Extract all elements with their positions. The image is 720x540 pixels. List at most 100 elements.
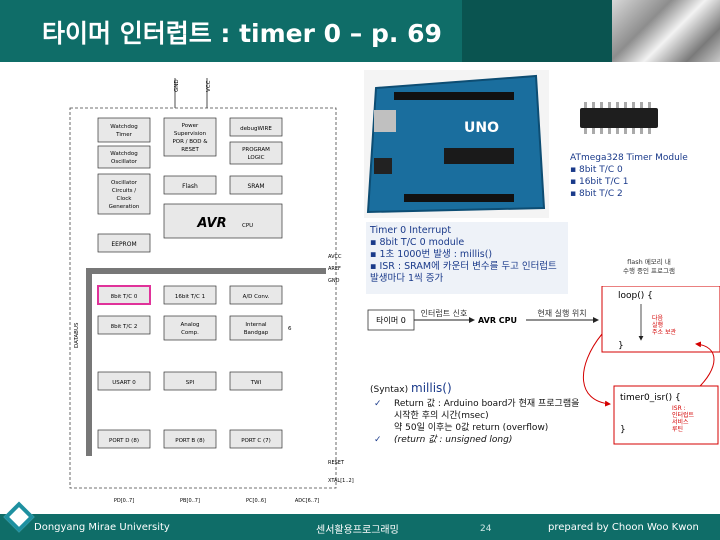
board-logo: UNO [464,120,499,136]
syntax-item: ✓(return 값 : unsigned long) [374,435,513,445]
syntax-item: ✓Return 값 : Arduino board가 현재 프로그램을 시작한 … [374,399,580,421]
module-item: 16bit T/C 1 [570,176,688,188]
databus-label: DATABUS [74,322,80,348]
block-oscillator-circuits: Oscillator Circuits / Clock Generation [97,173,151,215]
block-sram: SRAM [229,175,283,195]
svg-text:Timer: Timer [115,132,132,138]
svg-text:8bit T/C 0: 8bit T/C 0 [111,294,138,300]
svg-text:Circuits /: Circuits / [112,188,136,194]
block-twi: TWI [229,371,283,391]
module-title: ATmega328 Timer Module [570,153,688,163]
pin-vcc: VCC [206,80,212,92]
svg-text:SPI: SPI [186,380,195,386]
title-photo [612,0,720,62]
svg-text:Supervision: Supervision [174,131,207,137]
svg-text:Watchdog: Watchdog [110,151,137,157]
block-port-b: PORT B (8) [163,429,217,449]
port-label-adc: ADC[6..7] [295,498,319,504]
svg-text:8bit T/C 2: 8bit T/C 2 [111,324,138,330]
flow-run-note: 다음 실행 주소 보관 [652,314,676,336]
footer-line [0,514,720,516]
footer-author: prepared by Choon Woo Kwon [548,522,699,533]
block-watchdog-timer: Watchdog Timer [97,117,151,143]
block-usart0: USART 0 [97,371,151,391]
svg-text:Watchdog: Watchdog [110,124,137,130]
svg-text:Flash: Flash [182,183,198,190]
svg-text:TWI: TWI [250,380,262,386]
timer0-interrupt-box: Timer 0 Interrupt 8bit T/C 0 module 1초 1… [366,222,568,294]
pin-gnd: GND [174,79,180,92]
check-icon: ✓ [374,399,382,409]
millis-syntax: (Syntax) millis() ✓Return 값 : Arduino bo… [370,382,590,446]
svg-text:Internal: Internal [245,322,267,328]
block-watchdog-oscillator: Watchdog Oscillator [97,145,151,169]
svg-text:USART 0: USART 0 [112,380,136,386]
atmega-block-diagram: GND VCC Watchdog Timer Power Supervision… [52,78,357,508]
interrupt-title: Timer 0 Interrupt [370,225,452,236]
svg-text:AVR: AVR [196,216,226,231]
block-port-c: PORT C (7) [229,429,283,449]
svg-text:SRAM: SRAM [247,183,264,190]
block-timer0: 8bit T/C 0 [97,285,151,305]
block-timer2: 8bit T/C 2 [97,315,151,335]
flow-isr-close: } [620,425,626,435]
check-icon: ✓ [374,435,382,445]
svg-text:Oscillator: Oscillator [111,159,138,165]
xtal-label: XTAL[1..2] [328,478,354,484]
flow-timer0: 타이머 0 [376,315,406,325]
block-spi: SPI [163,371,217,391]
adc-count: 6 [288,326,292,332]
block-internal-bandgap: Internal Bandgap [229,315,283,341]
svg-text:RESET: RESET [181,147,199,153]
footer-course: 센서활용프로그래밍 [316,525,399,536]
footer-university: Dongyang Mirae University [34,522,170,533]
flow-loop: loop() { [618,291,653,301]
svg-text:debugWIRE: debugWIRE [240,126,272,132]
svg-text:Analog: Analog [180,322,199,328]
flow-loop-close: } [618,341,624,351]
svg-text:EEPROM: EEPROM [111,241,136,248]
block-timer1: 16bit T/C 1 [163,285,217,305]
slide-title: 타이머 인터럽트 : timer 0 – p. 69 [42,19,442,48]
flash-program-label: flash 메모리 내 수행 중인 프로그램 [623,258,675,275]
port-label-pc: PC[0..6] [246,498,266,504]
svg-text:Clock: Clock [117,196,133,202]
side-aref: AREF [328,266,341,272]
interrupt-item: ISR : SRAM에 카운터 변수를 두고 인터럽트 발생마다 1씩 증가 [370,261,564,285]
block-power-supervision: Power Supervision POR / BOD & RESET [163,117,217,157]
block-port-d: PORT D (8) [97,429,151,449]
flow-interrupt-signal: 인터럽트 신호 [421,308,468,318]
svg-text:Comp.: Comp. [181,330,199,336]
footer-bar [0,516,720,540]
svg-text:A/D Conv.: A/D Conv. [243,294,270,300]
svg-text:Oscillator: Oscillator [111,180,138,186]
svg-text:Bandgap: Bandgap [244,330,269,336]
flow-current-position: 현재 실행 위치 [537,308,586,318]
flow-isr-note: ISR : 인터럽트 서비스 루틴 [672,405,696,433]
flow-isr: timer0_isr() { [620,393,681,403]
block-eeprom: EEPROM [97,233,151,253]
svg-text:Power: Power [182,123,199,129]
interrupt-item: 1초 1000번 발생 : millis() [370,249,564,261]
svg-text:16bit T/C 1: 16bit T/C 1 [175,294,205,300]
svg-text:CPU: CPU [242,223,253,229]
side-avcc: AVCC [328,254,342,260]
page-number: 24 [480,524,492,534]
block-avr-cpu: AVR CPU [163,203,283,239]
side-gnd: GND [328,278,340,284]
block-analog-comp: Analog Comp. [163,315,217,341]
block-program-logic: PROGRAM LOGIC [229,141,283,165]
svg-text:Generation: Generation [109,204,140,210]
atmega-chip [578,100,660,136]
block-flash: Flash [163,175,217,195]
timer-module-info: ATmega328 Timer Module 8bit T/C 0 16bit … [570,152,688,200]
interrupt-flow-diagram: 타이머 0 인터럽트 신호 AVR CPU 현재 실행 위치 loop() { … [366,285,720,446]
port-label-pb: PB[0..7] [180,498,200,504]
svg-text:PORT B (8): PORT B (8) [175,438,205,444]
port-label-pd: PD[0..7] [114,498,134,504]
svg-text:PORT D (8): PORT D (8) [109,438,139,444]
block-debugwire: debugWIRE [229,117,283,137]
svg-text:LOGIC: LOGIC [248,155,265,161]
syntax-item: 약 50일 이후는 0값 return (overflow) [394,423,549,433]
syntax-function: millis() [411,381,452,395]
